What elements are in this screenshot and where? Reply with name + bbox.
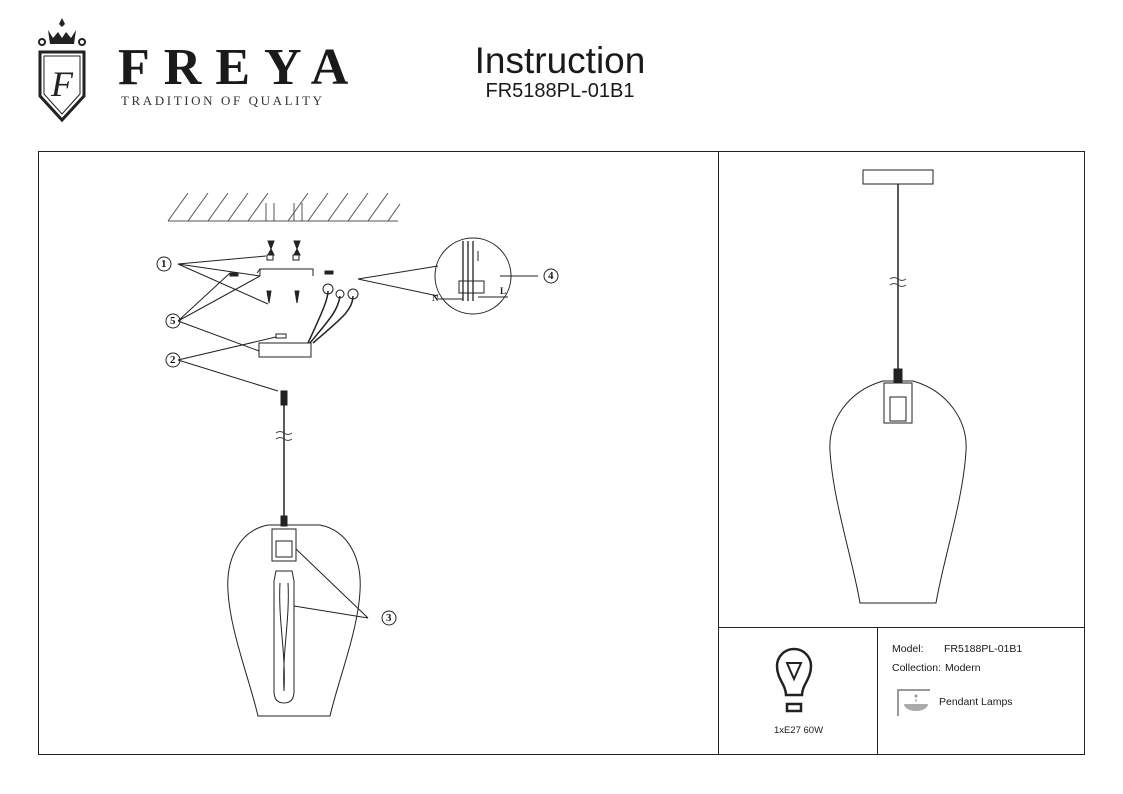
mounting-bracket bbox=[256, 268, 314, 276]
installation-diagram bbox=[167, 192, 538, 717]
callout-number: 1 bbox=[161, 258, 167, 270]
model-value: FR5188PL-01B1 bbox=[944, 643, 1023, 655]
ceiling-hatching bbox=[167, 192, 401, 222]
mounting-screws bbox=[229, 240, 334, 304]
lamp-type: Pendant Lamps bbox=[939, 696, 1013, 708]
brand-tagline: TRADITION OF QUALITY bbox=[121, 93, 325, 108]
callout-number: 4 bbox=[548, 270, 554, 282]
divider bbox=[718, 151, 719, 755]
bulb-spec: 1xE27 60W bbox=[773, 725, 824, 736]
canopy bbox=[258, 342, 312, 358]
callout-3: 3 bbox=[381, 610, 397, 626]
label-neutral: N bbox=[432, 293, 439, 303]
edison-bulb bbox=[273, 570, 295, 704]
collection-value: Modern bbox=[945, 662, 981, 674]
callout-number: 5 bbox=[170, 315, 176, 327]
callout-4: 4 bbox=[543, 268, 559, 284]
divider bbox=[877, 627, 878, 755]
divider bbox=[718, 627, 1085, 628]
callout-5: 5 bbox=[165, 313, 181, 329]
wires bbox=[307, 290, 354, 344]
callout-number: 2 bbox=[170, 354, 176, 366]
pendant-lamp-icon bbox=[897, 689, 930, 716]
brand-name: FREYA bbox=[118, 39, 363, 96]
page-title: Instruction bbox=[474, 40, 646, 81]
svg-text:F: F bbox=[50, 64, 74, 104]
label-live: L bbox=[500, 286, 507, 296]
collection-label: Collection: bbox=[892, 662, 942, 674]
model-label: Model: bbox=[892, 643, 924, 655]
cord-grip bbox=[280, 390, 288, 406]
glass-shade bbox=[227, 524, 361, 717]
lamp-socket bbox=[271, 528, 297, 562]
callout-2: 2 bbox=[165, 352, 181, 368]
page-subtitle-model: FR5188PL-01B1 bbox=[485, 80, 635, 102]
instruction-frame bbox=[38, 151, 1085, 755]
freya-logo-crest: F bbox=[38, 18, 86, 123]
bulb-icon bbox=[775, 647, 813, 713]
callout-number: 3 bbox=[386, 612, 392, 624]
assembled-lamp-view bbox=[829, 169, 967, 604]
callout-1: 1 bbox=[156, 256, 172, 272]
